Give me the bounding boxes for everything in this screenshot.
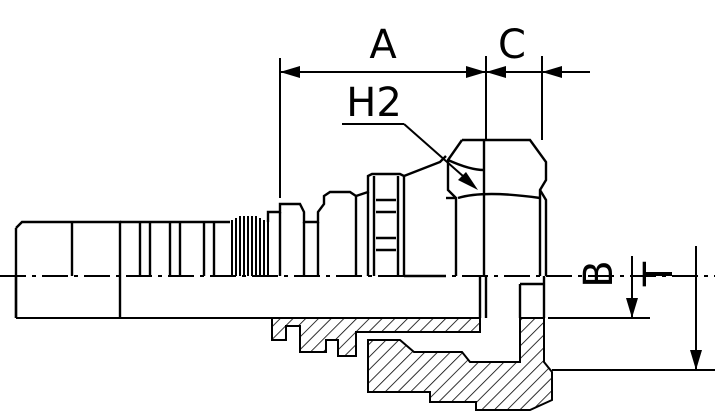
section-hatch [16,317,553,411]
dimension-label-a: A [369,22,397,68]
hose-tail [14,220,230,318]
dimension-label-b: B [576,260,622,287]
dimension-label-h2: H2 [346,80,402,126]
arrowheads [280,66,702,370]
hex-nut [446,138,548,276]
dimension-label-t: T [636,261,682,287]
collars [266,155,447,278]
dimension-lines [279,56,715,371]
lower-outline [14,276,546,318]
serrations [231,216,269,276]
dimension-label-c: C [498,22,526,68]
